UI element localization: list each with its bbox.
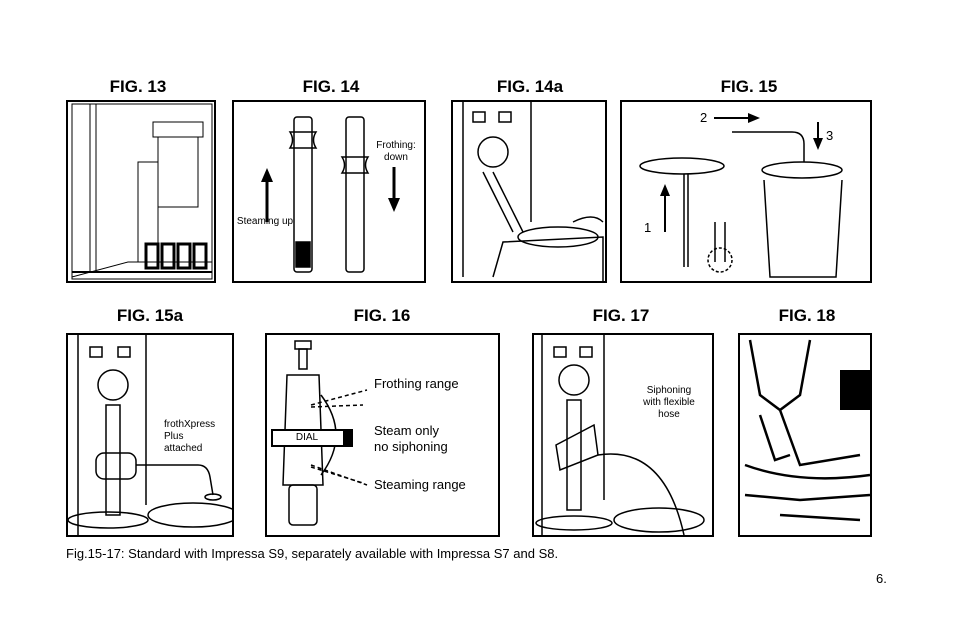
fig15-step-2: 2	[700, 110, 708, 125]
fig15-step-3: 3	[826, 128, 834, 143]
fig15-panel: 1 2 3	[620, 100, 872, 283]
fig16-no-siphoning: no siphoning	[374, 439, 448, 454]
fig13-illustration	[71, 103, 213, 280]
fig18-panel	[738, 333, 872, 537]
fig14-illustration	[261, 116, 400, 273]
fig15a-illustration	[68, 335, 232, 535]
fig14-title: FIG. 14	[302, 77, 360, 96]
fig15-illustration	[639, 113, 843, 278]
figure-caption: Fig.15-17: Standard with Impressa S9, se…	[66, 546, 559, 561]
fig14a-title: FIG. 14a	[496, 77, 564, 96]
fig16-steaming-range: Steaming range	[374, 477, 466, 492]
fig14-frothing-label: Frothing: down	[376, 140, 416, 163]
fig16-steam-only: Steam only	[374, 423, 440, 438]
fig13-panel	[66, 100, 216, 283]
fig16-title: FIG. 16	[353, 306, 411, 325]
fig14-steaming-label: Steaming up	[236, 216, 294, 227]
fig16-illustration	[271, 340, 368, 526]
fig17-note: Siphoning with flexible hose	[643, 385, 695, 420]
fig18-illustration	[744, 339, 870, 522]
fig14-panel: Steaming up Frothing: down	[232, 100, 426, 283]
fig15a-panel: frothXpress Plus attached	[66, 333, 234, 537]
fig18-title: FIG. 18	[778, 306, 836, 325]
fig15a-note: frothXpress Plus attached	[164, 419, 216, 454]
fig16-panel: DIAL Frothing range Steam only no siphon…	[265, 333, 500, 537]
fig15-title: FIG. 15	[720, 77, 778, 96]
fig17-title: FIG. 17	[592, 306, 650, 325]
fig15-step-1: 1	[644, 220, 652, 235]
fig16-dial-label: DIAL	[295, 432, 319, 443]
fig13-title: FIG. 13	[109, 77, 167, 96]
fig16-frothing-range: Frothing range	[374, 376, 459, 391]
fig14a-illustration	[462, 102, 604, 281]
page-number: 6.	[876, 571, 887, 586]
fig15a-title: FIG. 15a	[116, 306, 184, 325]
fig17-panel: Siphoning with flexible hose	[532, 333, 714, 537]
fig17-illustration	[535, 335, 705, 535]
fig14a-panel	[451, 100, 607, 283]
